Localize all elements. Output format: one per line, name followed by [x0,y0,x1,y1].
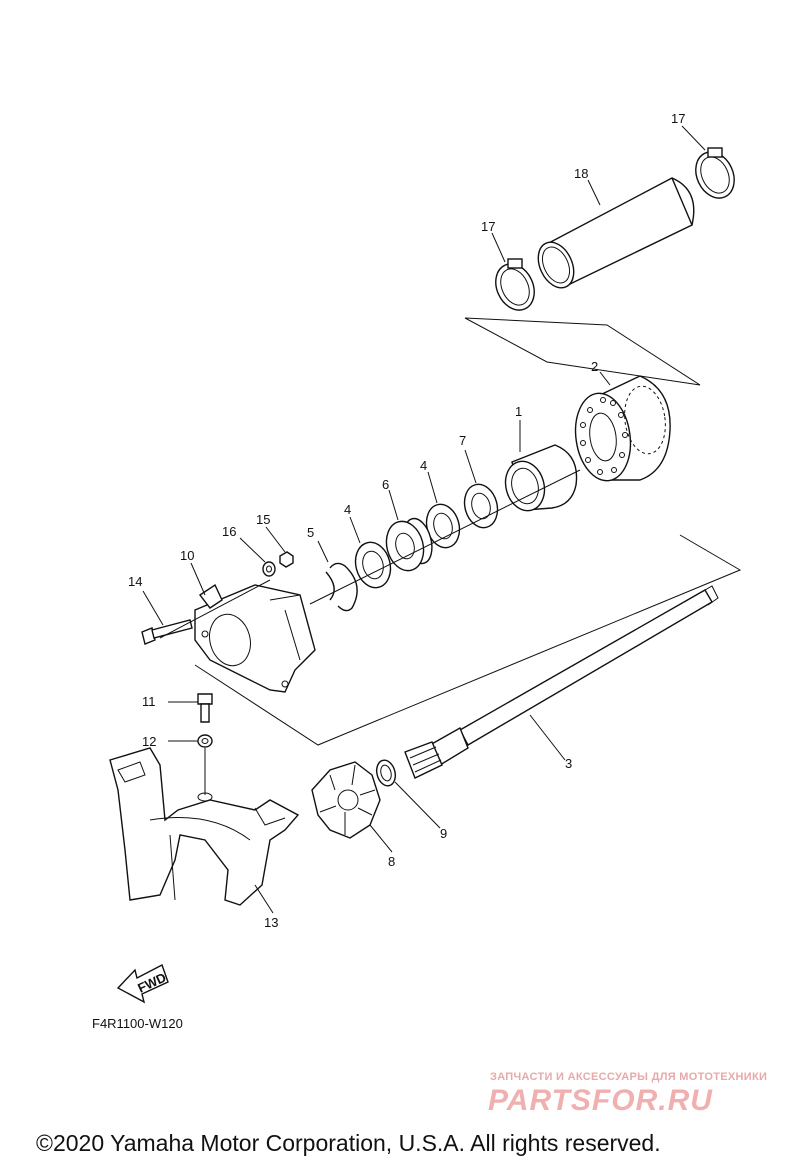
callout-17-upper: 17 [671,111,685,126]
callout-17-lower: 17 [481,219,495,234]
callout-3: 3 [565,756,572,771]
callout-12: 12 [142,734,156,749]
leader-lines [142,125,706,914]
callout-14: 14 [128,574,142,589]
part-13-cover [109,747,300,906]
callout-9: 9 [440,826,447,841]
callout-4-upper: 4 [420,458,427,473]
callout-6: 6 [382,477,389,492]
callout-18: 18 [574,166,588,181]
callout-4-lower: 4 [344,502,351,517]
part-16-washer [262,561,276,577]
part-12-washer [197,734,213,748]
part-9-o-ring [375,759,397,787]
callout-13: 13 [264,915,278,930]
part-3-drive-shaft [404,585,719,779]
callout-7: 7 [459,433,466,448]
part-17-clamp-upper [695,147,735,199]
assembly-outline-lower [194,534,742,746]
fwd-arrow-icon: FWD [116,964,169,1004]
callout-11: 11 [142,694,156,709]
part-10-housing [194,583,316,693]
watermark-logo: PARTSFOR.RU [488,1084,713,1117]
part-11-bolt [197,693,213,723]
callout-2: 2 [591,359,598,374]
part-18-hose [537,177,695,289]
part-2-damper [574,375,671,482]
copyright-notice: ©2020 Yamaha Motor Corporation, U.S.A. A… [36,1130,661,1156]
part-8-coupler [311,761,381,839]
axis-lines [159,469,581,795]
fwd-label: FWD [135,970,168,996]
diagram-code: F4R1100-W120 [92,1016,183,1031]
callout-15: 15 [256,512,270,527]
callout-1: 1 [515,404,522,419]
part-5-circlip [325,562,358,612]
part-4-oil-seal-b [354,541,392,589]
part-15-nut [279,551,294,568]
watermark-tagline: ЗАПЧАСТИ И АКСЕССУАРЫ ДЛЯ МОТОТЕХНИКИ [490,1071,768,1083]
callout-5: 5 [307,525,314,540]
callout-8: 8 [388,854,395,869]
part-4-oil-seal-a [425,503,461,549]
part-17-clamp-lower [495,258,535,311]
callout-16: 16 [222,524,236,539]
part-7-oil-seal [463,483,499,529]
callout-10: 10 [180,548,194,563]
part-6-bearing [385,517,433,572]
part-1-collar [504,444,578,512]
part-14-bolt [141,619,193,645]
assembly-outline-upper [464,317,701,386]
